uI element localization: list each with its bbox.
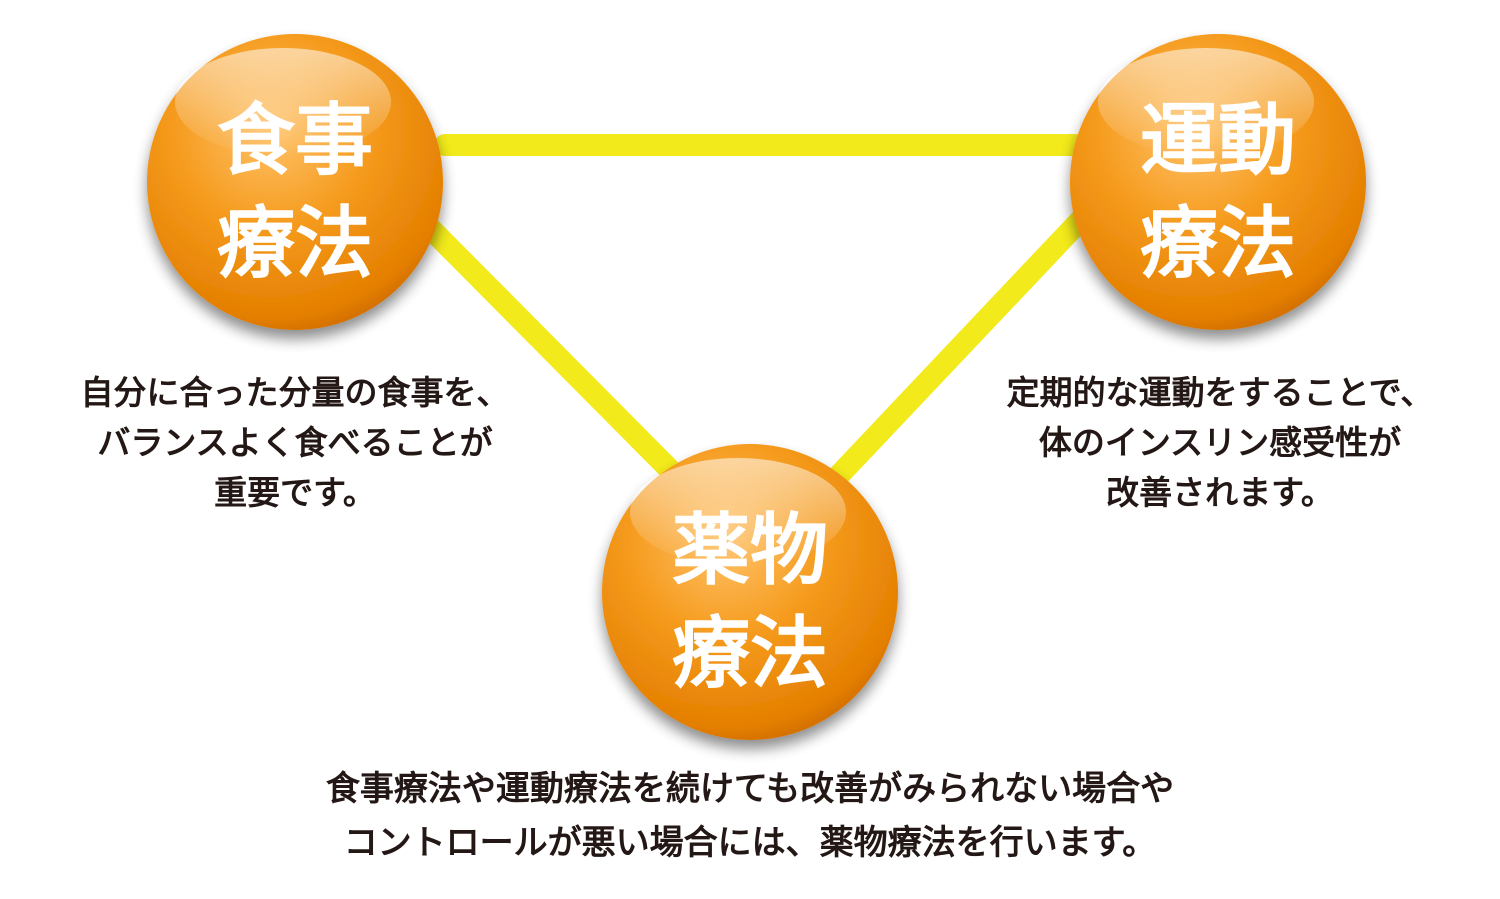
connector-diet-drug: [409, 207, 701, 501]
description-diet-line: バランスよく食べることが: [97, 423, 493, 462]
orb-diet-shine: [175, 48, 391, 156]
description-exercise-line: 体のインスリン感受性が: [1038, 423, 1402, 462]
node-diet-label-line2: 療法: [217, 199, 373, 289]
node-drug-label-line2: 療法: [672, 609, 828, 699]
description-exercise-line: 改善されます。: [1106, 473, 1334, 512]
description-drug: 食事療法や運動療法を続けても改善がみられない場合や コントロールが悪い場合には、…: [150, 762, 1350, 870]
node-drug: [602, 444, 898, 740]
description-exercise: 定期的な運動をすることで、 体のインスリン感受性が 改善されます。: [940, 368, 1500, 518]
node-exercise-label-line2: 療法: [1140, 199, 1296, 289]
node-exercise: [1070, 34, 1366, 330]
orb-drug-shine: [630, 458, 846, 566]
description-diet: 自分に合った分量の食事を、 バランスよく食べることが 重要です。: [10, 368, 580, 518]
description-diet-line: 重要です。: [214, 473, 376, 512]
description-drug-line: コントロールが悪い場合には、薬物療法を行います。: [343, 823, 1157, 863]
node-exercise-label-line1: 運動: [1140, 96, 1296, 186]
node-diet: [147, 34, 443, 330]
orb-exercise-shine: [1098, 48, 1314, 156]
description-diet-line: 自分に合った分量の食事を、: [80, 373, 510, 412]
description-drug-line: 食事療法や運動療法を続けても改善がみられない場合や: [325, 769, 1175, 809]
connector-exercise-drug: [814, 199, 1101, 501]
node-drug-label-line1: 薬物: [672, 506, 828, 596]
description-exercise-line: 定期的な運動をすることで、: [1006, 373, 1434, 412]
connectors: [409, 134, 1101, 501]
node-diet-label-line1: 食事: [217, 96, 373, 186]
